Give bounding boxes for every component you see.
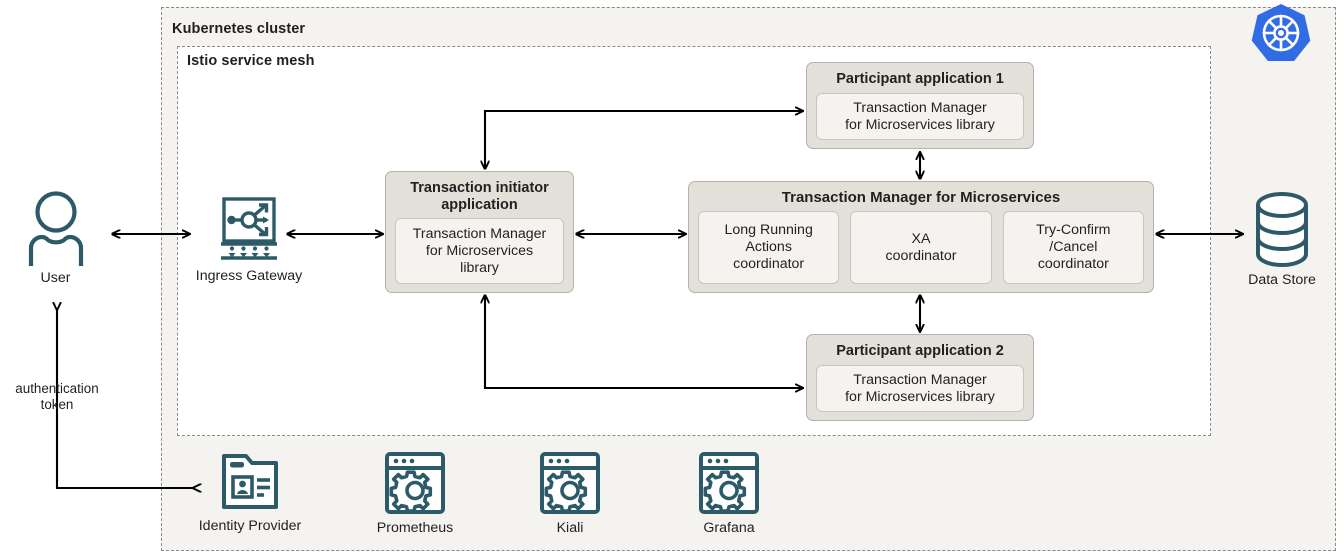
gear-window-icon [355, 450, 475, 516]
database-icon [1236, 192, 1328, 268]
participant-application-2[interactable]: Participant application 2 Transaction Ma… [806, 334, 1034, 421]
prometheus-label: Prometheus [376, 520, 454, 536]
authentication-token-line1: authentication [15, 381, 99, 396]
participant-application-1[interactable]: Participant application 1 Transaction Ma… [806, 62, 1034, 149]
identity-provider-node[interactable]: Identity Provider [190, 450, 310, 535]
transaction-manager-title: Transaction Manager for Microservices [781, 189, 1061, 206]
participant-application-2-title: Participant application 2 [836, 343, 1004, 359]
tcc-line3: coordinator [1037, 256, 1109, 272]
identity-provider-icon [190, 450, 310, 514]
user-label: User [40, 270, 71, 286]
xa-line1: XA [911, 230, 931, 247]
transaction-initiator-application[interactable]: Transaction initiator application Transa… [385, 171, 574, 293]
lra-line3: coordinator [733, 256, 805, 272]
transaction-initiator-title-line1: Transaction initiator [410, 180, 549, 196]
kiali-node[interactable]: Kiali [510, 450, 630, 537]
initiator-library-line1: Transaction Manager [412, 225, 547, 242]
participant-application-1-title: Participant application 1 [836, 71, 1004, 87]
data-store-label: Data Store [1248, 272, 1316, 288]
tcc-line2: /Cancel [1049, 239, 1098, 255]
ingress-gateway-icon [188, 196, 310, 264]
initiator-library-line3: library [460, 259, 499, 276]
gear-window-icon [510, 450, 630, 516]
identity-provider-label: Identity Provider [198, 518, 302, 534]
coordinator-xa[interactable]: XA coordinator [850, 211, 992, 284]
ingress-gateway-node[interactable]: Ingress Gateway [188, 196, 310, 285]
grafana-label: Grafana [703, 520, 755, 536]
connector-initiator-participant1 [485, 111, 803, 169]
transaction-initiator-title-line2: application [441, 196, 518, 213]
coordinator-row: Long Running Actions coordinator XA coor… [698, 211, 1144, 284]
lra-line1: Long Running [724, 222, 813, 238]
connector-initiator-participant2 [485, 295, 803, 388]
participant-1-library-line1: Transaction Manager [853, 99, 987, 116]
participant-2-library: Transaction Manager for Microservices li… [816, 365, 1024, 412]
coordinator-long-running-actions[interactable]: Long Running Actions coordinator [698, 211, 840, 284]
participant-1-library-line2: for Microservices library [845, 116, 995, 133]
grafana-node[interactable]: Grafana [669, 450, 789, 537]
user-node[interactable]: User [13, 190, 98, 287]
data-store-node[interactable]: Data Store [1236, 192, 1328, 289]
transaction-manager-for-microservices[interactable]: Transaction Manager for Microservices Lo… [688, 181, 1154, 293]
initiator-library-line2: for Microservices [425, 242, 534, 259]
lra-line2: Actions [745, 239, 792, 255]
participant-2-library-line2: for Microservices library [845, 388, 995, 405]
transaction-initiator-title: Transaction initiator application [395, 180, 564, 213]
coordinator-try-confirm-cancel[interactable]: Try-Confirm /Cancel coordinator [1002, 211, 1144, 284]
tcc-line1: Try-Confirm [1036, 222, 1111, 238]
initiator-library: Transaction Manager for Microservices li… [395, 218, 564, 284]
kubernetes-cluster-label: Kubernetes cluster [172, 21, 306, 37]
kubernetes-logo-icon [1249, 2, 1313, 64]
participant-1-library: Transaction Manager for Microservices li… [816, 93, 1024, 140]
authentication-token-line2: token [40, 397, 74, 412]
authentication-token-label: authentication token [7, 381, 107, 413]
xa-line2: coordinator [885, 247, 957, 264]
user-icon [13, 190, 98, 266]
istio-service-mesh-label: Istio service mesh [187, 53, 315, 69]
gear-window-icon [669, 450, 789, 516]
kiali-label: Kiali [556, 520, 584, 536]
prometheus-node[interactable]: Prometheus [355, 450, 475, 537]
connector-idp-user-token [57, 310, 193, 488]
participant-2-library-line1: Transaction Manager [853, 371, 987, 388]
ingress-gateway-label: Ingress Gateway [195, 268, 303, 284]
